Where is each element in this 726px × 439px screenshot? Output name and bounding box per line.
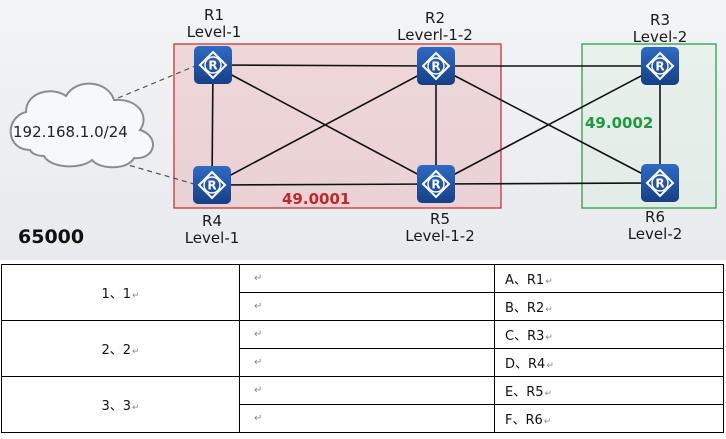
- network-label: 192.168.1.0/24: [13, 123, 128, 141]
- table-row: ↵ D、R4↵: [2, 348, 724, 377]
- table-row: ↵ F、R6↵: [2, 404, 724, 433]
- table-row: ↵ B、R2↵: [2, 292, 724, 321]
- return-mark: ↵: [546, 361, 554, 371]
- router-r1-name: R1: [204, 6, 224, 24]
- return-mark: ↵: [132, 291, 140, 301]
- question-label: 3、3: [101, 399, 131, 414]
- option-cell: D、R4↵: [494, 348, 724, 377]
- question-cell: 1、1↵: [1, 264, 240, 321]
- router-r4-icon: [192, 165, 232, 205]
- link-r4-r5: [211, 183, 437, 186]
- option-label: C、R3: [505, 329, 545, 344]
- area-49-0002-label: 49.0002: [585, 114, 654, 132]
- option-cell: C、R3↵: [494, 320, 724, 349]
- link-r1-r4: [211, 64, 214, 186]
- router-r6-level: Level-2: [627, 225, 683, 243]
- topology-canvas: R: [9, 43, 717, 209]
- router-r3-name: R3: [650, 11, 670, 29]
- option-label: D、R4: [505, 357, 546, 372]
- answer-input-cell[interactable]: ↵: [239, 404, 495, 433]
- router-r2-icon: [416, 46, 456, 86]
- question-cell: 2、2↵: [1, 320, 240, 377]
- router-r1-label: R1 Level-1: [174, 7, 254, 41]
- return-mark: ↵: [254, 329, 263, 340]
- option-cell: A、R1↵: [494, 264, 724, 293]
- question-label: 1、1: [101, 287, 131, 302]
- area-49-0001-label: 49.0001: [282, 190, 351, 208]
- router-r6-label: R6 Level-2: [615, 209, 695, 243]
- option-label: F、R6: [505, 413, 543, 428]
- return-mark: ↵: [544, 389, 553, 399]
- router-r2-label: R2 Leverl-1-2: [380, 10, 490, 44]
- router-r5-icon: [416, 164, 456, 204]
- table-row: 3、3↵ ↵ E、R5↵: [1, 376, 724, 433]
- as-number-label: 65000: [18, 226, 85, 248]
- router-r5-label: R5 Level-1-2: [390, 211, 490, 245]
- option-label: B、R2: [505, 301, 545, 316]
- link-cloud-r4: [103, 157, 195, 185]
- return-mark: ↵: [132, 403, 140, 413]
- answer-input-cell[interactable]: ↵: [239, 264, 495, 293]
- table-row: 2、2↵ ↵ C、R3↵: [1, 320, 724, 377]
- link-r5-r6: [435, 182, 661, 185]
- option-cell: B、R2↵: [494, 292, 724, 321]
- option-label: E、R5: [505, 385, 544, 400]
- link-r4-r2: [211, 65, 437, 186]
- router-r3-icon: [640, 46, 680, 86]
- router-r6-icon: [640, 163, 680, 203]
- router-r3-level: Level-2: [632, 28, 688, 46]
- answer-input-cell[interactable]: ↵: [239, 320, 495, 349]
- router-r4-name: R4: [202, 212, 222, 230]
- return-mark: ↵: [254, 273, 263, 284]
- question-label: 2、2: [101, 343, 131, 358]
- link-cloud-r1: [117, 65, 196, 99]
- router-r4-label: R4 Level-1: [172, 213, 252, 247]
- return-mark: ↵: [254, 385, 263, 396]
- router-r3-label: R3 Level-2: [620, 12, 700, 46]
- return-mark: ↵: [254, 357, 263, 368]
- cloud-icon: [9, 82, 154, 169]
- router-r6-name: R6: [645, 208, 665, 226]
- matching-table: 1、1↵ ↵ A、R1↵ ↵ B、R2↵ 2、2↵ ↵ C、R3↵ ↵ D、R4…: [1, 264, 724, 433]
- answer-input-cell[interactable]: ↵: [239, 376, 495, 405]
- return-mark: ↵: [545, 277, 553, 287]
- question-cell: 3、3↵: [1, 376, 240, 433]
- router-r5-name: R5: [430, 210, 450, 228]
- router-r2-level: Leverl-1-2: [397, 26, 473, 44]
- router-r2-name: R2: [425, 9, 445, 27]
- answer-input-cell[interactable]: ↵: [239, 348, 495, 377]
- table-row: 1、1↵ ↵ A、R1↵: [1, 264, 724, 321]
- links: [211, 64, 661, 186]
- return-mark: ↵: [545, 333, 553, 343]
- return-mark: ↵: [545, 305, 553, 315]
- link-r1-r2: [212, 64, 437, 67]
- network-topology-diagram: R 192.168.: [0, 0, 726, 260]
- option-cell: E、R5↵: [494, 376, 724, 405]
- router-r4-level: Level-1: [184, 229, 240, 247]
- router-r1-level: Level-1: [186, 23, 242, 41]
- return-mark: ↵: [543, 417, 552, 427]
- router-r1-icon: [193, 45, 233, 85]
- router-r5-level: Level-1-2: [405, 227, 475, 245]
- option-label: A、R1: [505, 273, 545, 288]
- link-r5-r3: [435, 65, 661, 185]
- return-mark: ↵: [254, 301, 263, 312]
- answer-input-cell[interactable]: ↵: [239, 292, 495, 321]
- return-mark: ↵: [254, 413, 263, 424]
- return-mark: ↵: [132, 347, 140, 357]
- option-cell: F、R6↵: [494, 404, 724, 433]
